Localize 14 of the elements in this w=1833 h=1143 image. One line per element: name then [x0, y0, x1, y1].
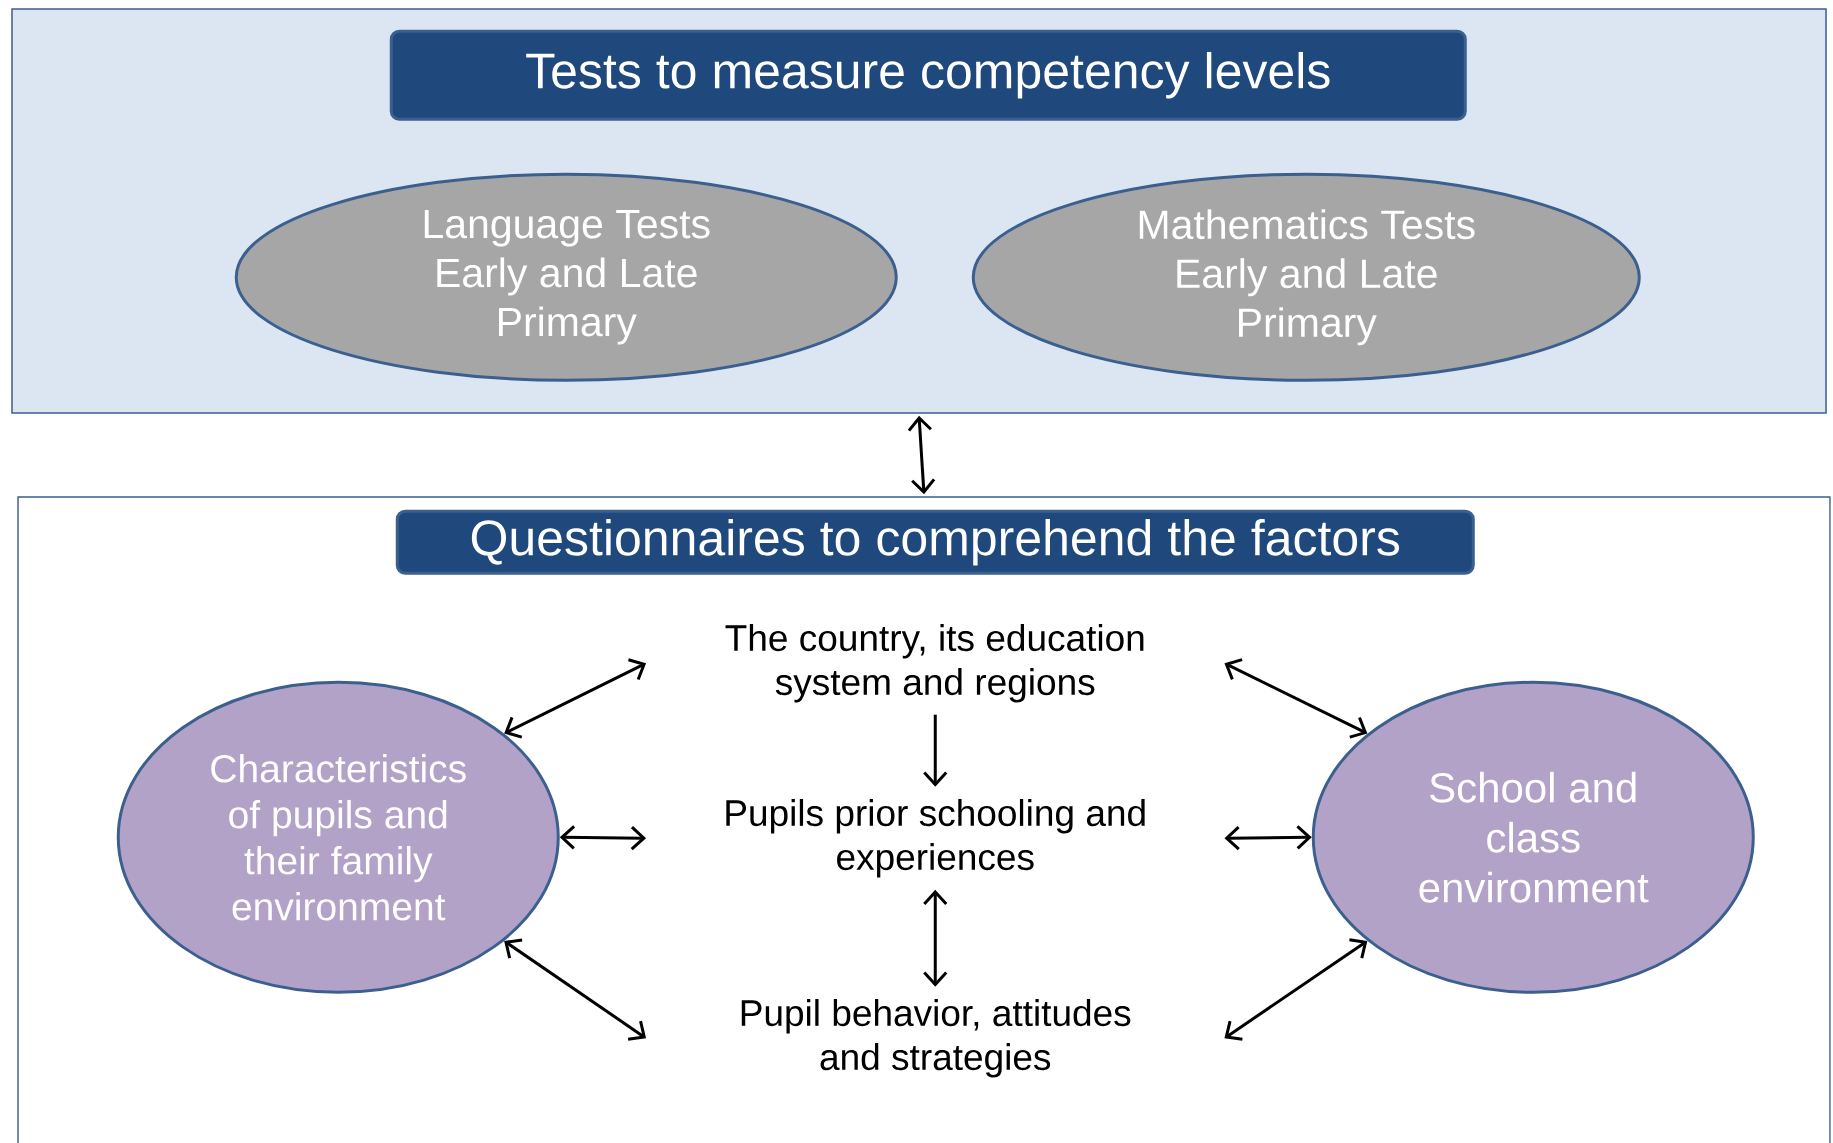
arrow — [923, 889, 948, 987]
factor-text: Pupil behavior, attitudes and strategies — [741, 999, 1131, 1078]
factor-text: Pupils prior schooling and experiences — [726, 799, 1145, 878]
title-banner: Tests to measure competency levels — [389, 29, 1467, 121]
factor-text: The country, its education system and regions — [725, 624, 1144, 703]
arrow — [1224, 658, 1368, 739]
arrow — [923, 714, 948, 787]
arrow — [559, 825, 647, 851]
arrow — [1224, 938, 1368, 1041]
arrow — [907, 415, 936, 495]
arrow — [1224, 825, 1312, 851]
arrow — [504, 658, 647, 739]
title-banner: Questionnaires to comprehend the factors — [395, 509, 1475, 575]
arrow — [504, 938, 647, 1041]
